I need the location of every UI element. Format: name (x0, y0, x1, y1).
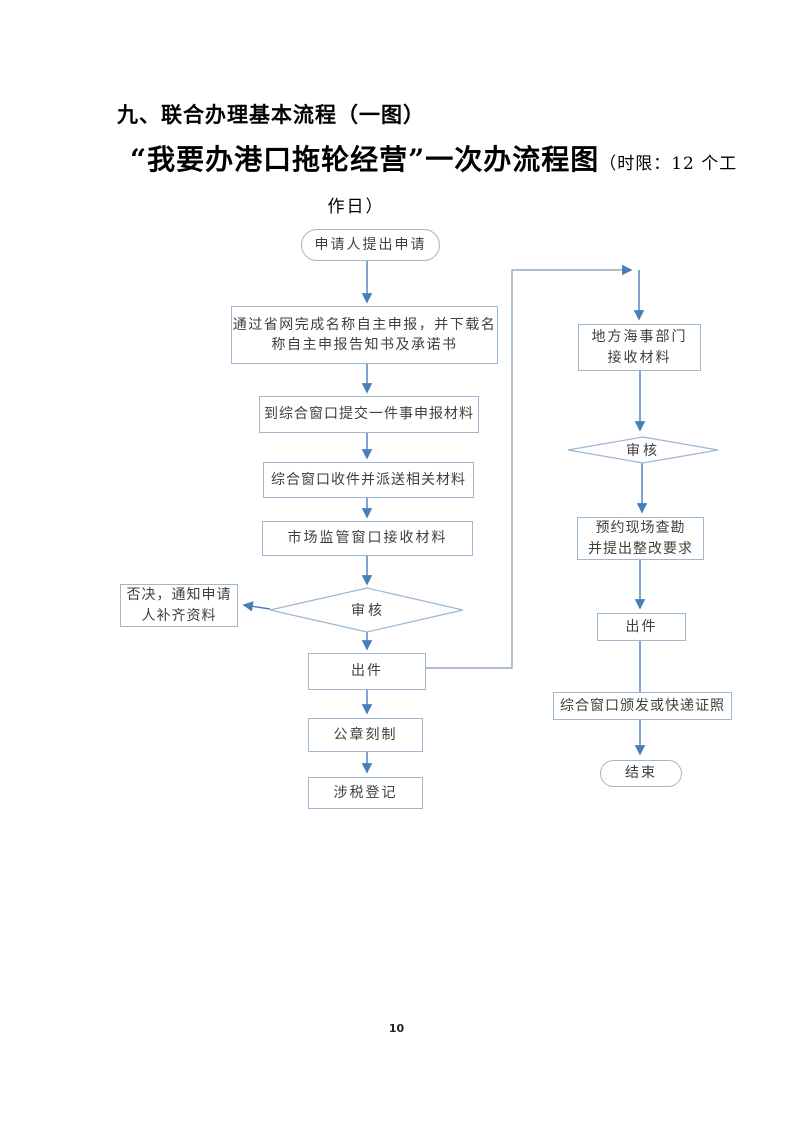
flowchart-title-suffix: （时限：12 个工 (599, 154, 738, 174)
flow-node-market-receive: 市场监管窗口接收材料 (262, 521, 473, 556)
flow-node-deliver: 综合窗口颁发或快递证照 (553, 692, 732, 720)
section-heading: 九、联合办理基本流程（一图） (117, 103, 425, 127)
flowchart-title: “我要办港口拖轮经营”一次办流程图（时限：12 个工 (130, 138, 736, 178)
flowchart-title-line2: 作日） (327, 197, 385, 217)
flowchart-title-main: “我要办港口拖轮经营”一次办流程图 (130, 143, 600, 176)
flow-node-maritime-receive: 地方海事部门 接收材料 (578, 324, 701, 371)
flow-node-review-left-label: 审核 (351, 603, 385, 619)
flow-node-review-right-label: 审核 (626, 443, 660, 459)
flow-node-end: 结束 (600, 760, 682, 787)
flow-node-tax: 涉税登记 (308, 777, 423, 809)
flow-node-survey: 预约现场查勘 并提出整改要求 (577, 517, 704, 560)
flow-node-declare: 通过省网完成名称自主申报，并下载名 称自主申报告知书及承诺书 (231, 306, 498, 364)
page-number: 10 (388, 1022, 405, 1035)
flow-node-receive-dispatch: 综合窗口收件并派送相关材料 (263, 462, 474, 498)
flow-node-seal: 公章刻制 (308, 718, 423, 752)
flow-node-reject: 否决，通知申请 人补齐资料 (120, 584, 238, 627)
flow-node-issue-right: 出件 (597, 613, 686, 641)
flow-node-submit: 到综合窗口提交一件事申报材料 (259, 396, 479, 433)
flow-node-issue-left: 出件 (308, 653, 426, 690)
arrow-review-reject (242, 601, 271, 612)
flow-node-start: 申请人提出申请 (301, 229, 440, 261)
